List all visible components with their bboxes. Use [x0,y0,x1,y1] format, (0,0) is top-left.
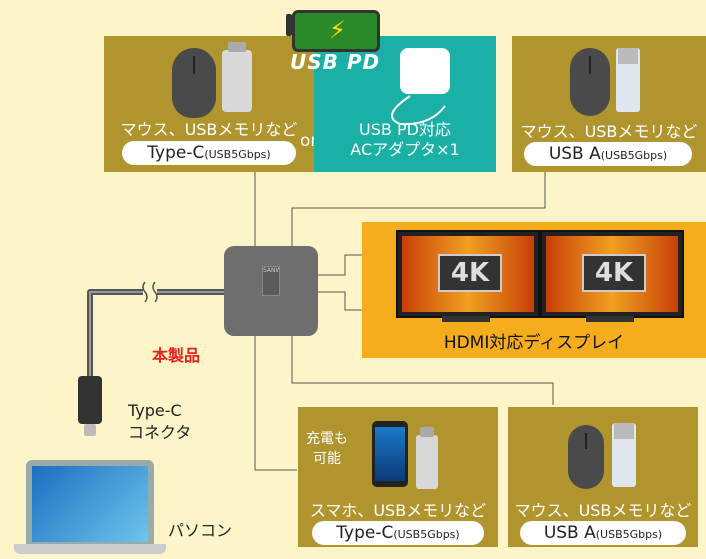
usb-pd-panel: USB PD対応 ACアダプタ×1 [314,36,496,172]
top-left-panel: マウス、USBメモリなど Type-C(USB5Gbps) [104,36,314,172]
smartphone-icon [372,421,408,487]
usb-pd-caption-line1: USB PD対応 [359,120,451,139]
bottom-mid-port-pill: Type-C(USB5Gbps) [312,521,484,545]
bottom-mid-pill-main: Type-C [336,523,394,543]
mouse-icon [568,425,604,489]
top-right-panel: マウス、USBメモリなど USB A(USB5Gbps) [512,36,706,172]
monitor-1: 4K [396,230,540,318]
type-c-connector-icon [78,376,102,424]
product-label: 本製品 [152,346,201,365]
battery-icon: ⚡ [292,10,380,52]
connector-tip-icon [84,424,96,436]
usb-pd-logo: USB PD [290,50,381,74]
bottom-right-pill-sub: (USB5Gbps) [595,528,663,541]
hub-device: SANWA [224,246,318,336]
or-label: or [300,131,318,151]
usb-a-stick-icon [612,423,636,487]
ac-adapter-icon [400,48,450,94]
bottom-right-port-pill: USB A(USB5Gbps) [520,521,686,545]
bottom-right-panel: マウス、USBメモリなど USB A(USB5Gbps) [508,407,698,547]
bottom-right-pill-main: USB A [543,523,596,543]
laptop-base-icon [14,544,166,554]
bottom-mid-panel: 充電も 可能 スマホ、USBメモリなど Type-C(USB5Gbps) [298,407,498,547]
monitor-1-stand [442,316,490,322]
display-caption: HDMI対応ディスプレイ [443,333,625,353]
connector-label: Type-C コネクタ [128,400,191,444]
connector-label-line2: コネクタ [128,423,192,442]
battery-tip-icon [286,14,292,36]
lightning-icon: ⚡ [329,16,346,44]
top-right-caption: マウス、USBメモリなど [520,122,698,141]
top-left-pill-sub: (USB5Gbps) [204,148,271,161]
usb-c-stick-icon [416,427,438,489]
display-panel: 4K 4K HDMI対応ディスプレイ [362,222,706,358]
4k-badge-1: 4K [438,254,502,292]
top-right-port-pill: USB A(USB5Gbps) [524,142,692,166]
usb-c-stick-icon [222,42,252,112]
connector-label-line1: Type-C [128,401,182,420]
charge-note-line1: 充電も [306,431,348,447]
monitor-2: 4K [540,230,684,318]
adapter-cable-icon [391,95,446,126]
charge-note-line2: 可能 [313,451,341,467]
hub-brand-logo: SANWA [262,266,280,296]
usb-pd-caption: USB PD対応 ACアダプタ×1 [314,120,496,160]
top-right-pill-sub: (USB5Gbps) [600,149,668,162]
usb-pd-caption-line2: ACアダプタ×1 [350,140,460,159]
bottom-mid-pill-sub: (USB5Gbps) [393,528,460,541]
4k-badge-2: 4K [582,254,646,292]
charge-note: 充電も 可能 [306,429,348,469]
usb-a-stick-icon [616,48,640,112]
bottom-right-caption: マウス、USBメモリなど [514,501,692,520]
pc-label: パソコン [168,521,233,540]
bottom-mid-caption: スマホ、USBメモリなど [309,501,487,520]
mouse-icon [172,48,216,118]
laptop-icon [26,460,154,544]
top-right-pill-main: USB A [548,144,601,164]
monitor-2-stand [586,316,634,322]
top-left-pill-main: Type-C [147,143,205,163]
mouse-icon [570,48,610,116]
top-left-port-pill: Type-C(USB5Gbps) [122,141,296,165]
top-left-caption: マウス、USBメモリなど [120,120,298,139]
